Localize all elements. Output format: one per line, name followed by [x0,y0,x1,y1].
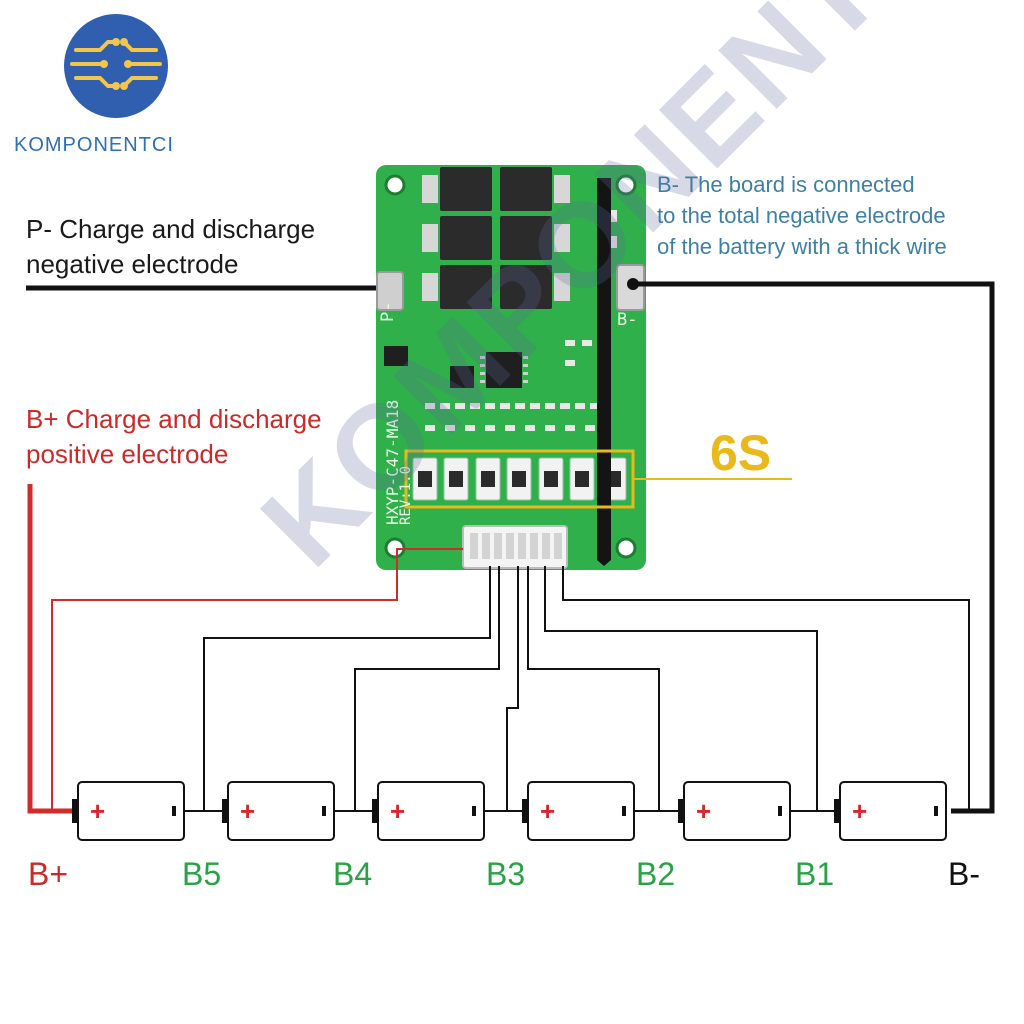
balance-connector [462,525,568,569]
pad-b-minus-label: B- [617,310,638,330]
brand-name: KOMPONENTCI [14,134,174,156]
battery-cells: + + + + + + [72,781,947,841]
balance-leads [203,566,970,811]
b-plus-sense-wire [51,548,463,811]
p-minus-label-line1: P- Charge and discharge [26,214,316,244]
b-plus-label-line2: positive electrode [26,439,229,469]
p-minus-label-line2: negative electrode [26,249,239,279]
cell-plus-symbol: + [390,796,405,826]
terminal-label-bplus: B+ [28,856,69,892]
terminal-label-b2: B2 [636,856,676,892]
b-minus-thick-wire [597,178,611,566]
series-count-label: 6S [710,425,772,481]
cell-plus-symbol: + [90,796,105,826]
terminal-label-b1: B1 [795,856,835,892]
controller-ic [486,352,522,388]
terminal-label-b3: B3 [486,856,526,892]
battery-cell: + [834,781,947,841]
mosfet-array [422,167,570,309]
p-minus-pad [376,271,404,311]
b-plus-wire [27,484,72,814]
bms-board [376,165,646,570]
battery-cell: + [522,781,635,841]
b-minus-wire [633,281,995,814]
cell-plus-symbol: + [696,796,711,826]
cell-plus-symbol: + [540,796,555,826]
balance-resistor-array [412,457,627,501]
b-minus-label-line1: B- The board is connected [657,172,915,197]
b-plus-label-line1: B+ Charge and discharge [26,404,322,434]
cell-plus-symbol: + [852,796,867,826]
battery-cell: + [72,781,185,841]
terminal-label-b4: B4 [333,856,373,892]
battery-cell: + [372,781,485,841]
board-revision-label: REV:1.0 [398,465,414,525]
b-minus-label-line3: of the battery with a thick wire [657,234,947,259]
terminal-label-b5: B5 [182,856,222,892]
circuit-globe-icon [64,14,168,118]
terminal-label-bminus: B- [948,856,980,892]
battery-cell: + [678,781,791,841]
cell-plus-symbol: + [240,796,255,826]
battery-cell: + [222,781,335,841]
pad-p-minus-label: P- [378,301,398,322]
b-minus-label-line2: to the total negative electrode [657,203,946,228]
